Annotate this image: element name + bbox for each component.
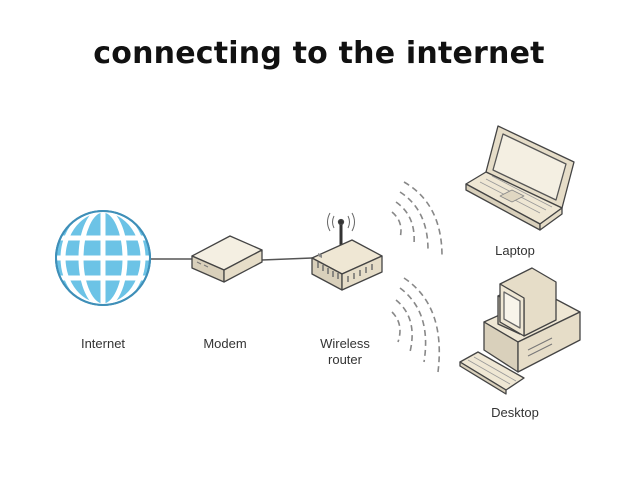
label-modem: Modem xyxy=(203,336,247,351)
laptop-icon xyxy=(465,125,575,231)
label-router-line1: Wireless xyxy=(320,336,370,351)
globe-icon xyxy=(55,210,151,306)
label-router-line2: router xyxy=(328,352,362,367)
router-icon xyxy=(311,212,383,291)
label-desktop: Desktop xyxy=(491,405,539,420)
label-internet: Internet xyxy=(80,336,126,351)
label-laptop: Laptop xyxy=(495,243,535,258)
label-router: Wireless router xyxy=(295,336,395,368)
page-title: connecting to the internet xyxy=(93,36,545,71)
wifi-waves-upper-icon xyxy=(391,181,443,257)
wire-modem-router xyxy=(261,257,313,261)
wifi-waves-lower-icon xyxy=(391,277,441,373)
modem-icon xyxy=(191,235,263,283)
desktop-icon xyxy=(459,267,581,395)
